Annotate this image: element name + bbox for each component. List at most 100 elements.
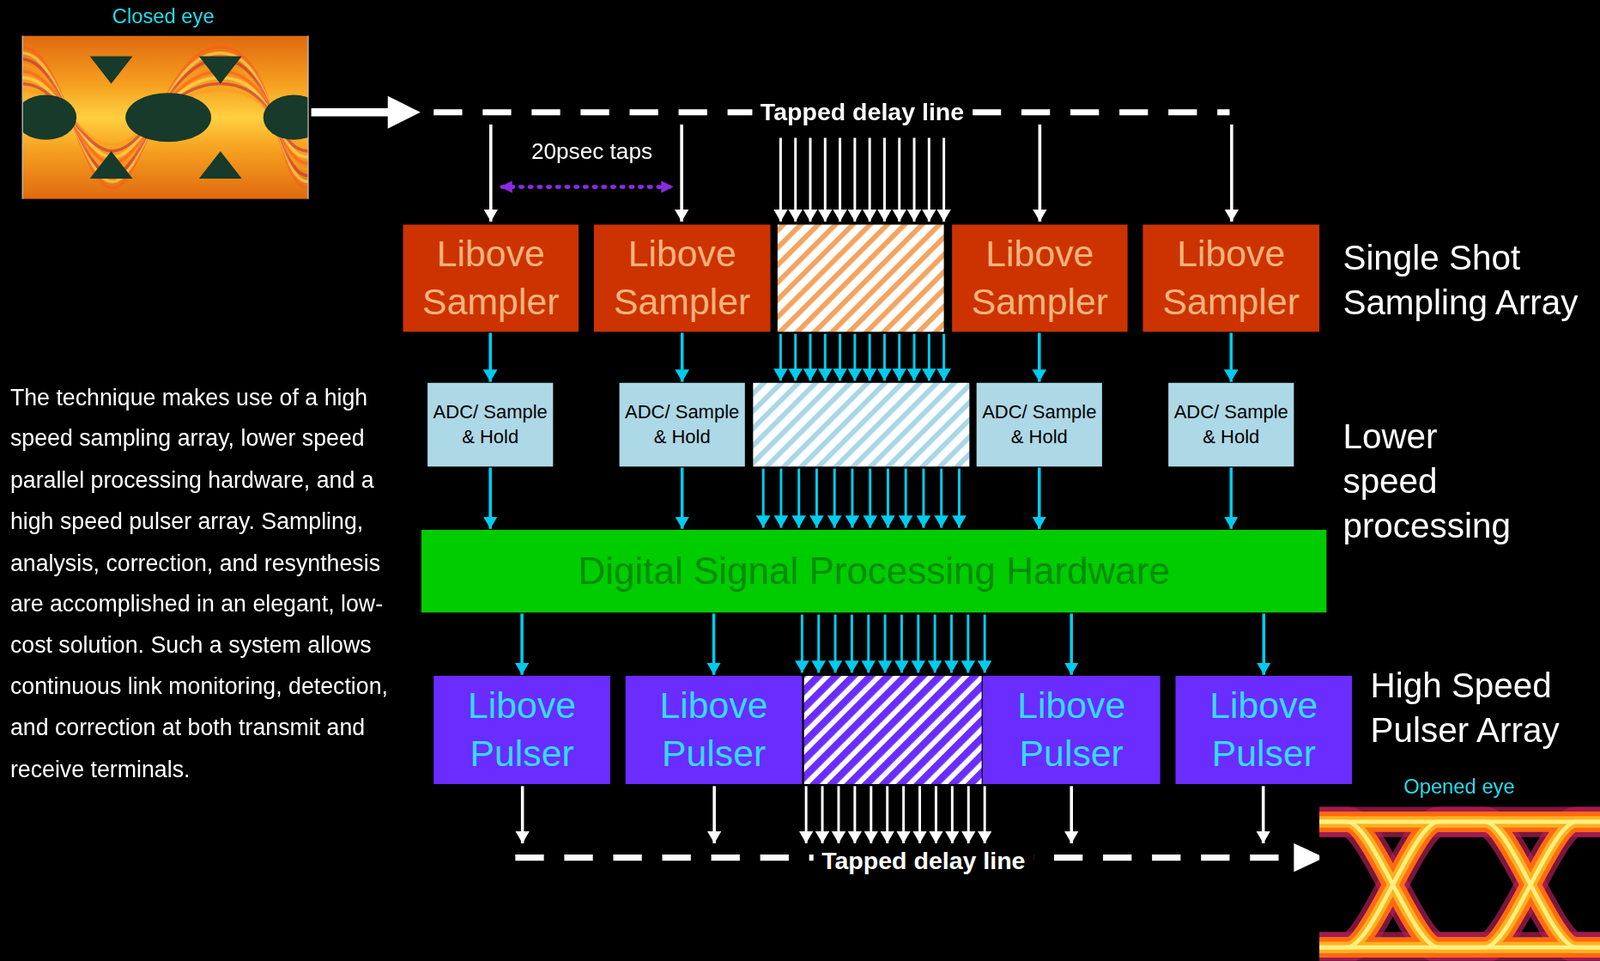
text-wrap: Libove Pulser xyxy=(1181,681,1346,777)
tap-arrow xyxy=(983,614,987,673)
tap-arrow xyxy=(916,614,920,673)
eye-trace xyxy=(1319,821,1600,947)
tap-arrow xyxy=(869,785,873,843)
tap-arrow xyxy=(853,333,856,382)
delay-line-label: Tapped delay line xyxy=(813,845,1034,873)
eye-frame xyxy=(22,36,24,200)
tap-arrow xyxy=(942,333,946,382)
stage-label: Single Shot Sampling Array xyxy=(1342,234,1598,325)
tap-arrow xyxy=(934,785,938,843)
eye-opening xyxy=(90,151,243,179)
signal-arrow xyxy=(680,333,685,382)
eye-trace xyxy=(1319,821,1600,947)
sampler-box: Libove Sampler xyxy=(951,224,1128,333)
box-label: ADC/ Sample & Hold xyxy=(431,400,550,450)
tap-arrow xyxy=(1230,124,1234,222)
tap-arrow xyxy=(712,785,716,843)
tap-arrow xyxy=(897,137,901,221)
tap-arrow xyxy=(838,333,842,382)
tap-arrow xyxy=(918,785,922,843)
text-wrap: ADC/ Sample & Hold xyxy=(431,400,550,450)
tap-arrow xyxy=(902,785,905,843)
input-arrowhead xyxy=(387,96,421,129)
tap-arrow xyxy=(815,468,819,528)
stage-label: Lower speed processing xyxy=(1342,412,1532,548)
tap-arrow xyxy=(1069,785,1073,843)
pulser-box: Libove Pulser xyxy=(1175,675,1352,784)
tap-arrow xyxy=(833,468,837,528)
sampler-continuation xyxy=(777,224,945,333)
tap-spacing-dimension xyxy=(502,184,672,189)
signal-arrow xyxy=(1262,612,1267,674)
eye-opening xyxy=(263,95,309,140)
adc-box: ADC/ Sample & Hold xyxy=(1168,382,1294,467)
tap-arrow xyxy=(942,137,946,221)
text-wrap: Libove Sampler xyxy=(600,230,764,326)
tap-arrow xyxy=(939,468,943,528)
tap-arrow xyxy=(797,468,800,528)
dsp-box: Digital Signal Processing Hardware xyxy=(421,529,1327,613)
tap-arrow xyxy=(805,785,808,843)
tap-arrow xyxy=(951,785,954,843)
tap-arrow xyxy=(913,137,916,221)
box-label: Libove Sampler xyxy=(600,230,764,326)
tap-arrow xyxy=(824,137,827,221)
tap-arrow xyxy=(921,468,925,528)
text-wrap: Digital Signal Processing Hardware xyxy=(427,548,1321,594)
box-label: Libove Pulser xyxy=(1181,681,1346,777)
figure-label: Opened eye xyxy=(1403,773,1516,799)
tap-arrow xyxy=(897,333,901,382)
tap-arrow xyxy=(793,137,797,221)
box-label: ADC/ Sample & Hold xyxy=(1172,400,1291,450)
sampler-box: Libove Sampler xyxy=(403,224,579,333)
tap-arrow xyxy=(967,785,970,843)
tap-arrow xyxy=(927,333,931,382)
tap-arrow xyxy=(1261,785,1266,843)
box-label: Libove Sampler xyxy=(1149,230,1314,326)
tap-arrow xyxy=(779,468,782,528)
tap-arrow xyxy=(950,614,953,673)
pulser-box: Libove Pulser xyxy=(982,675,1161,784)
tap-arrow xyxy=(838,137,842,221)
tap-arrow xyxy=(793,333,797,382)
tap-arrow xyxy=(983,785,987,843)
tap-arrow xyxy=(779,137,782,221)
dimension-label: 20psec taps xyxy=(531,139,653,166)
tap-arrow xyxy=(762,468,765,528)
eye-opening xyxy=(90,55,243,84)
tap-arrow xyxy=(885,785,889,843)
tap-arrow xyxy=(868,468,872,528)
box-label: Libove Sampler xyxy=(957,230,1122,326)
signal-arrow xyxy=(488,466,492,528)
eye-traces xyxy=(1319,821,1600,947)
adc-box: ADC/ Sample & Hold xyxy=(427,382,553,467)
tap-arrow xyxy=(850,614,854,673)
tap-arrow xyxy=(883,333,886,382)
signal-arrow xyxy=(1069,612,1073,674)
pulser-continuation xyxy=(804,675,982,784)
adc-continuation xyxy=(752,382,970,467)
tap-arrow xyxy=(886,468,890,528)
signal-arrow xyxy=(520,612,524,674)
tap-arrow xyxy=(904,468,908,528)
tap-arrow xyxy=(779,333,782,382)
opened-eye-plot xyxy=(1319,806,1600,961)
eye-frame xyxy=(307,36,309,200)
tap-arrow xyxy=(853,137,856,221)
tap-arrow xyxy=(927,137,931,221)
box-label: Libove Pulser xyxy=(988,681,1155,777)
text-wrap: Libove Pulser xyxy=(631,681,796,777)
eye-opening xyxy=(22,95,77,140)
text-wrap: ADC/ Sample & Hold xyxy=(980,400,1098,450)
box-label: ADC/ Sample & Hold xyxy=(980,400,1098,450)
eye-trace xyxy=(1319,821,1600,947)
tap-arrow xyxy=(884,614,887,673)
closed-eye-plot xyxy=(22,36,309,200)
signal-arrow xyxy=(1229,333,1233,382)
box-label: Digital Signal Processing Hardware xyxy=(427,548,1321,594)
signal-arrow xyxy=(1229,466,1233,528)
text-wrap: Libove Pulser xyxy=(988,681,1155,777)
tap-arrow xyxy=(868,333,872,382)
sampler-box: Libove Sampler xyxy=(1142,224,1320,333)
signal-arrow xyxy=(712,612,716,674)
